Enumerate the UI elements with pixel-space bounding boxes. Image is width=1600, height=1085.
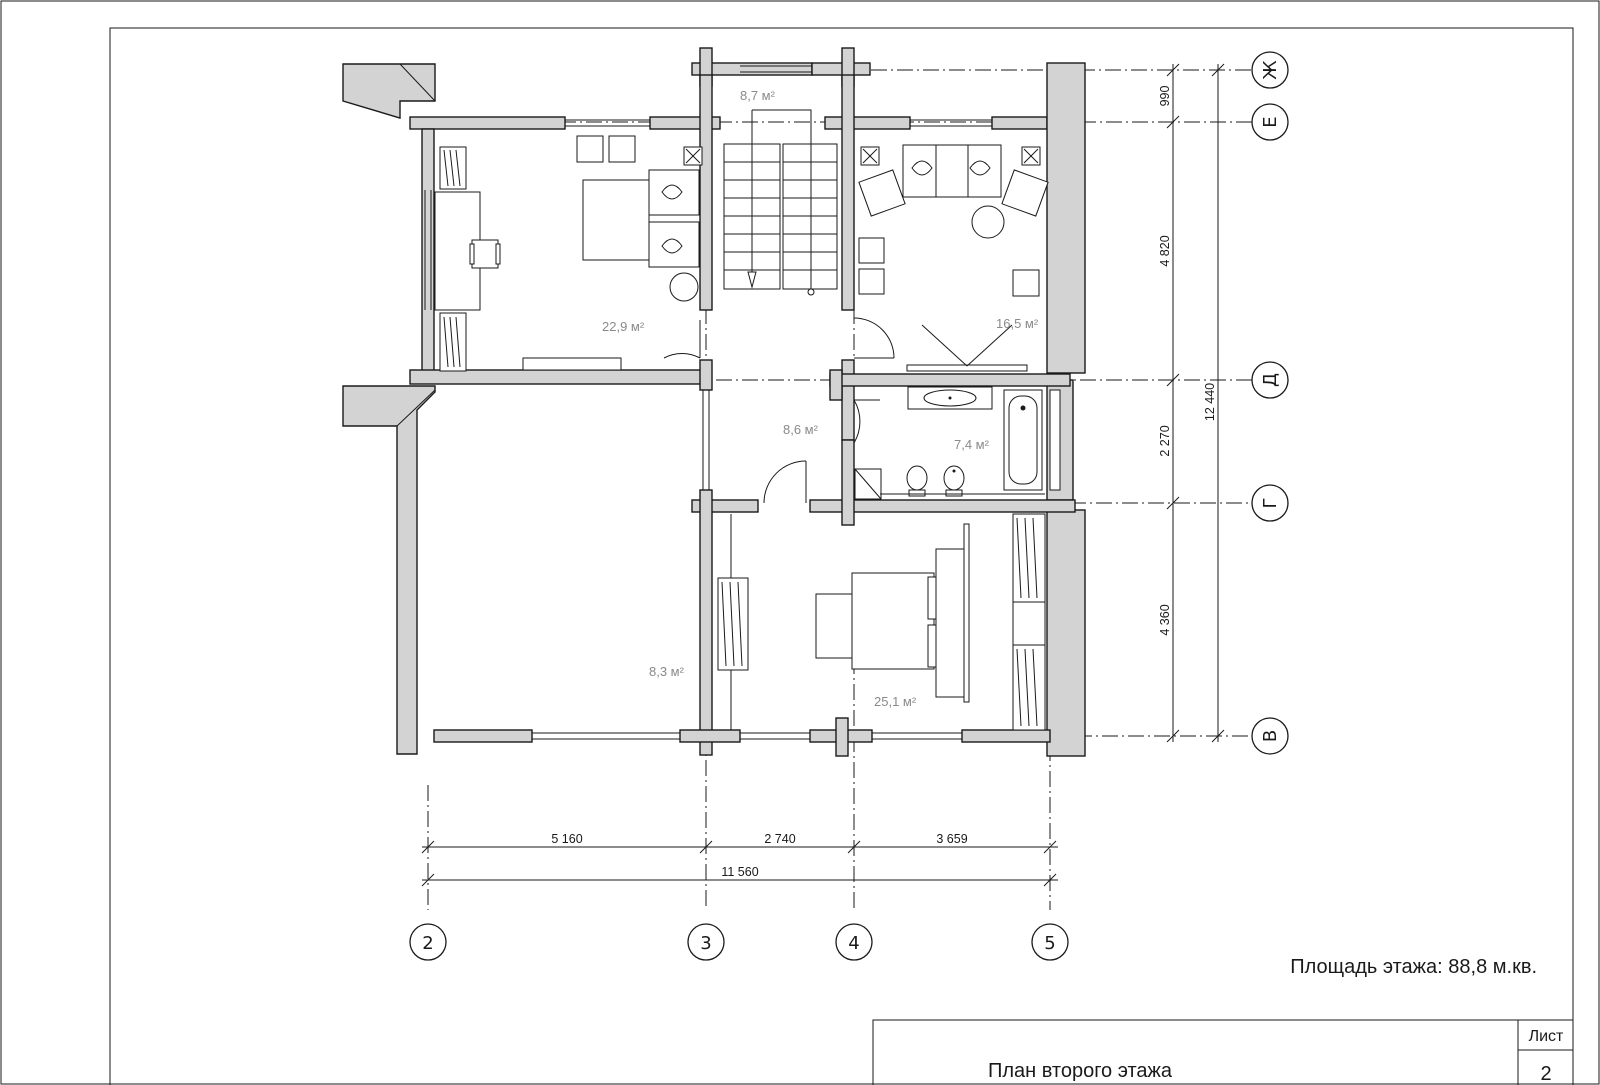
dim-right-total: 12 440: [1203, 383, 1217, 421]
title-block: План второго этажа Лист 2: [872, 1019, 1573, 1085]
drawing-title: План второго этажа: [988, 1060, 1173, 1082]
walls: [342, 47, 1086, 757]
axis-bubble-col-5: 5: [1044, 933, 1055, 954]
dim-bottom-seg2: 2 740: [764, 832, 795, 846]
axis-bubbles-rows: Ж Е Д Г В: [1251, 51, 1289, 755]
dim-right-seg4: 4 360: [1158, 604, 1172, 635]
living-room-furniture: [853, 144, 1049, 372]
master-bedroom-furniture: [717, 513, 1046, 731]
bottom-dimensions: 5 160 2 740 3 659 11 560: [421, 832, 1058, 887]
axis-bubble-row-d: Д: [1260, 373, 1281, 387]
room-area-small-room: 8,3 м²: [649, 664, 685, 679]
axis-bubble-col-4: 4: [848, 933, 859, 954]
axis-bubble-row-e: Е: [1260, 116, 1281, 127]
staircase: [723, 109, 838, 296]
axis-bubble-col-2: 2: [422, 933, 433, 954]
dim-right-seg3: 2 270: [1158, 425, 1172, 456]
floor-area-label: Площадь этажа: 88,8 м.кв.: [1290, 956, 1537, 978]
room-area-bedroom-master: 25,1 м²: [874, 694, 917, 709]
axis-bubble-row-v: В: [1260, 730, 1281, 742]
right-dimensions: 990 4 820 2 270 4 360 12 440: [1158, 63, 1225, 743]
windows: [424, 65, 992, 740]
dim-bottom-seg3: 3 659: [936, 832, 967, 846]
sheet-number: 2: [1540, 1063, 1551, 1085]
drawing-frame: [109, 27, 1574, 1085]
axis-bubbles-columns: 2 3 4 5: [409, 923, 1069, 961]
room-area-labels: 8,7 м² 22,9 м² 16,5 м² 8,6 м² 7,4 м² 8,3…: [602, 88, 1039, 709]
room-area-bathroom: 7,4 м²: [954, 437, 990, 452]
room-area-living-room: 16,5 м²: [996, 316, 1039, 331]
axis-bubble-row-g: Г: [1260, 498, 1281, 509]
axis-bubble-row-zh: Ж: [1260, 60, 1281, 80]
room-area-stair-hall: 8,7 м²: [740, 88, 776, 103]
bathroom-fixtures: [763, 386, 1045, 504]
sheet-label: Лист: [1529, 1028, 1564, 1045]
room-area-corridor: 8,6 м²: [783, 422, 819, 437]
left-bedroom-furniture: [434, 135, 703, 372]
dim-bottom-total: 11 560: [721, 865, 758, 879]
dim-right-seg1: 990: [1158, 86, 1172, 107]
room-area-bedroom-left: 22,9 м²: [602, 319, 645, 334]
dim-bottom-seg1: 5 160: [551, 832, 582, 846]
axis-bubble-col-3: 3: [700, 933, 711, 954]
dim-right-seg2: 4 820: [1158, 235, 1172, 266]
